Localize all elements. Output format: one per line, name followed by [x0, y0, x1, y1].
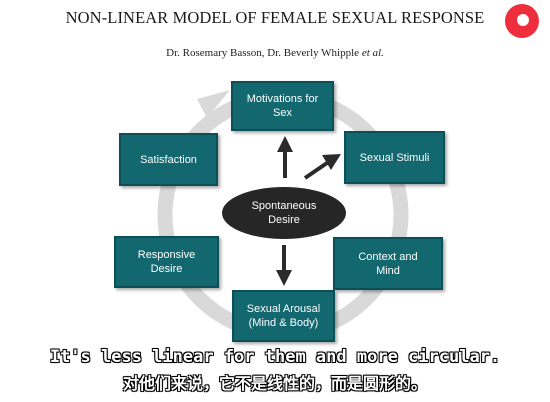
node-context-mind: Context and Mind	[333, 237, 443, 290]
arrow-up-to-motivations	[277, 136, 293, 178]
node-motivations: Motivations for Sex	[231, 81, 334, 131]
authors-names: Dr. Rosemary Basson, Dr. Beverly Whipple	[166, 47, 362, 59]
node-sexual-arousal: Sexual Arousal (Mind & Body)	[232, 290, 335, 342]
arrow-down-to-arousal	[276, 245, 292, 286]
node-sexual-stimuli: Sexual Stimuli	[344, 131, 445, 184]
node-responsive-desire: Responsive Desire	[114, 236, 219, 288]
node-spontaneous-desire: Spontaneous Desire	[222, 187, 346, 239]
record-indicator-icon	[505, 4, 539, 38]
authors-line: Dr. Rosemary Basson, Dr. Beverly Whipple…	[0, 47, 550, 59]
arrow-to-sexual-stimuli	[303, 154, 341, 180]
subtitle-english: It's less linear for them and more circu…	[49, 347, 501, 367]
diagram-title: NON-LINEAR MODEL OF FEMALE SEXUAL RESPON…	[65, 8, 485, 27]
cycle-arrowhead	[197, 90, 230, 118]
authors-etal: et al.	[361, 47, 384, 59]
node-satisfaction: Satisfaction	[119, 133, 218, 186]
subtitle-chinese: 对他们来说，它不是线性的，而是圆形的。	[122, 374, 427, 393]
